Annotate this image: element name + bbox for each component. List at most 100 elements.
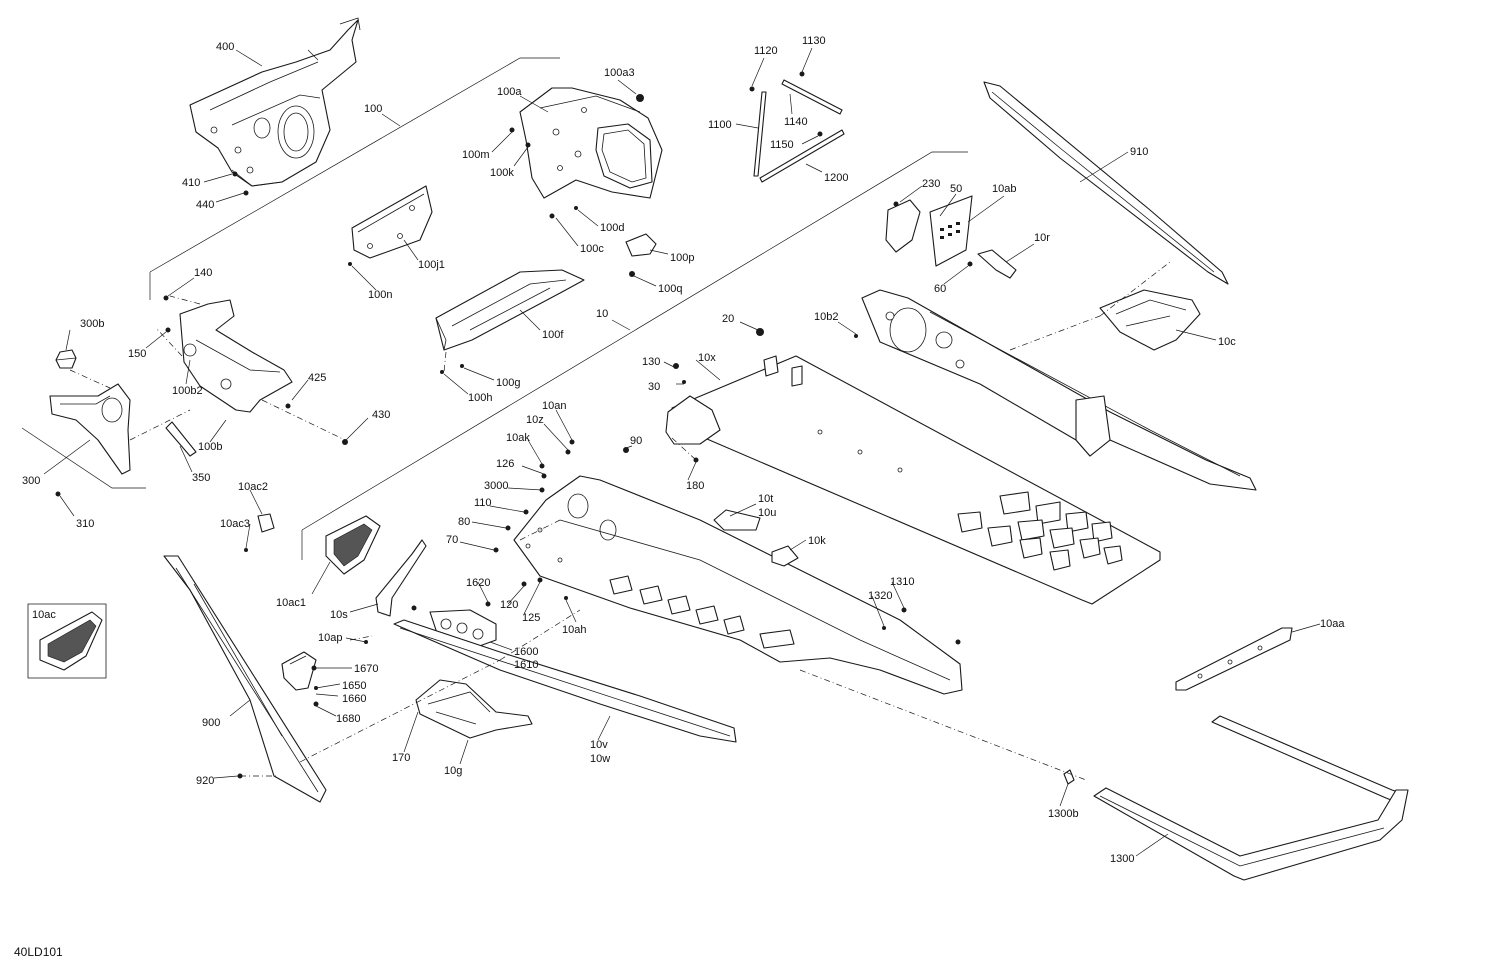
callout-400: 400 (216, 41, 234, 53)
callout-10ap: 10ap (318, 632, 342, 644)
part-10g-skid (415, 679, 533, 739)
callout-1300b: 1300b (1048, 808, 1079, 820)
callout-70: 70 (446, 534, 458, 546)
callout-1140: 1140 (784, 116, 808, 128)
callout-1300: 1300 (1110, 853, 1134, 865)
callout-10g: 10g (444, 765, 462, 777)
callout-100q: 100q (658, 283, 682, 295)
callout-100d: 100d (600, 222, 624, 234)
callout-100j1: 100j1 (418, 259, 445, 271)
callout-10: 10 (596, 308, 608, 320)
callout-410: 410 (182, 177, 200, 189)
inset-10ac (27, 603, 107, 679)
callout-1310: 1310 (890, 576, 914, 588)
callout-1650: 1650 (342, 680, 366, 692)
callout-170: 170 (392, 752, 410, 764)
callout-3000: 3000 (484, 480, 508, 492)
callout-310: 310 (76, 518, 94, 530)
top-plate-slots (957, 491, 1123, 571)
part-10v-strip (393, 619, 737, 743)
callout-100n: 100n (368, 289, 392, 301)
callout-10b2: 10b2 (814, 311, 838, 323)
callout-150: 150 (128, 348, 146, 360)
callout-10k: 10k (808, 535, 826, 547)
callout-100f: 100f (542, 329, 564, 341)
part-1300-bumper (1093, 715, 1409, 881)
callout-10c: 10c (1218, 336, 1236, 348)
callout-10t: 10t (758, 493, 773, 505)
callout-920: 920 (196, 775, 214, 787)
callout-50: 50 (950, 183, 962, 195)
callout-100g: 100g (496, 377, 520, 389)
callout-100m: 100m (462, 149, 490, 161)
part-100j1-plate (351, 185, 433, 259)
callout-1660: 1660 (342, 693, 366, 705)
callout-1670: 1670 (354, 663, 378, 675)
callout-1620: 1620 (466, 577, 490, 589)
callout-60: 60 (934, 283, 946, 295)
callout-300: 300 (22, 475, 40, 487)
callout-10an: 10an (542, 400, 566, 412)
part-10ac2-clip (257, 513, 275, 533)
group-brackets (21, 57, 968, 560)
part-100f-tray (435, 269, 585, 351)
callout-10u: 10u (758, 507, 776, 519)
callout-labels: 400 100 410 440 100a 100a3 100m 100k 100… (22, 35, 1345, 865)
callout-126: 126 (496, 458, 514, 470)
callout-80: 80 (458, 516, 470, 528)
callout-1680: 1680 (336, 713, 360, 725)
callout-430: 430 (372, 409, 390, 421)
callout-100p: 100p (670, 252, 694, 264)
callout-leaders (43, 47, 1321, 857)
part-300-bracket (49, 383, 131, 475)
callout-30: 30 (648, 381, 660, 393)
callout-1610: 1610 (514, 659, 538, 671)
left-side-slots (609, 575, 795, 649)
callout-10ac1: 10ac1 (276, 597, 306, 609)
callout-10ac3: 10ac3 (220, 518, 250, 530)
callout-1120: 1120 (754, 45, 778, 57)
callout-10ah: 10ah (562, 624, 586, 636)
part-100p-cover (625, 233, 657, 257)
callout-10aa: 10aa (1320, 618, 1345, 630)
part-tunnel-left-side (513, 475, 963, 695)
callout-10v: 10v (590, 739, 608, 751)
part-10x-top-plate (665, 355, 1161, 605)
callout-100: 100 (364, 103, 382, 115)
callout-90: 90 (630, 435, 642, 447)
callout-100b: 100b (198, 441, 222, 453)
part-910-rail (983, 81, 1229, 285)
callout-20: 20 (722, 313, 734, 325)
callout-180: 180 (686, 480, 704, 492)
part-10ac1-grille (325, 515, 381, 575)
callout-120: 120 (500, 599, 518, 611)
callout-10s: 10s (330, 609, 348, 621)
callout-230: 230 (922, 178, 940, 190)
assembly-lines (69, 261, 1171, 781)
fasteners (55, 94, 973, 779)
callout-10r: 10r (1034, 232, 1050, 244)
part-350-tube (165, 421, 197, 457)
callout-1320: 1320 (868, 590, 892, 602)
part-10s-arm (375, 539, 427, 617)
part-300b-mount (55, 349, 77, 369)
callout-100c: 100c (580, 243, 604, 255)
part-900-rail (163, 555, 327, 803)
diagram-code: 40LD101 (14, 945, 63, 959)
callout-10ac2: 10ac2 (238, 481, 268, 493)
callout-440: 440 (196, 199, 214, 211)
part-10c-bracket (1099, 289, 1201, 351)
callout-1100: 1100 (708, 119, 732, 131)
callout-1130: 1130 (802, 35, 826, 47)
callout-125: 125 (522, 612, 540, 624)
callout-910: 910 (1130, 146, 1148, 158)
part-400-frame (189, 17, 361, 187)
callout-1200: 1200 (824, 172, 848, 184)
callout-130: 130 (642, 356, 660, 368)
part-10t-10k (713, 509, 799, 567)
callout-900: 900 (202, 717, 220, 729)
callout-100h: 100h (468, 392, 492, 404)
callout-110: 110 (474, 497, 492, 509)
callout-1150: 1150 (770, 139, 794, 151)
